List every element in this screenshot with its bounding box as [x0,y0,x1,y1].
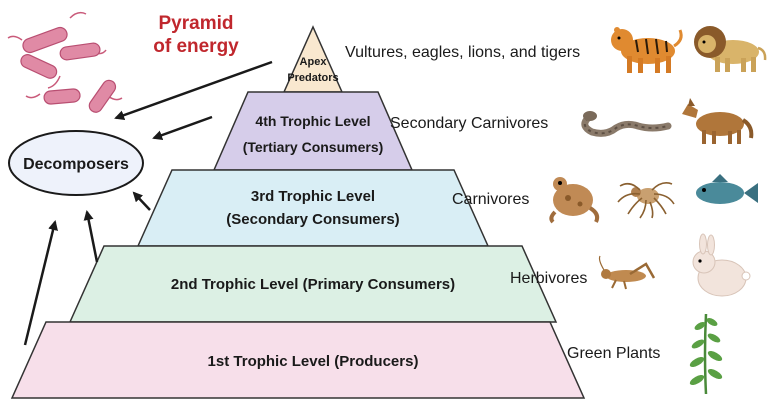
pyramid-level-3 [136,169,490,247]
spider-icon [617,182,675,219]
level-2-side-label: Herbivores [510,270,587,287]
level-4-side-label: Secondary Carnivores [390,115,548,132]
apex-side-label: Vultures, eagles, lions, and tigers [345,44,580,61]
snake-icon [581,111,672,137]
level-1-side-label: Green Plants [567,345,660,362]
title-line-2: of energy [153,36,239,57]
level-4-label-line-2: (Tertiary Consumers) [243,139,384,155]
arrow-from-level-3 [132,191,151,211]
apex-label-line-1: Apex [300,56,328,68]
grasshopper-icon [598,255,656,290]
pyramid-level-1 [10,321,586,399]
level-2-label: 2nd Trophic Level (Primary Consumers) [171,276,455,293]
plant-icon [689,313,723,395]
level-3-label-line-1: 3rd Trophic Level [251,188,375,205]
tiger-icon [611,27,683,73]
frog-icon [549,177,600,224]
bacteria-icon [7,11,123,113]
decomposers-label: Decomposers [23,156,129,173]
decomposers-ellipse [8,130,144,196]
apex-label-line-2: Predators [287,72,338,84]
level-3-side-label: Carnivores [452,191,529,208]
level-3-label-line-2: (Secondary Consumers) [226,211,399,228]
arrow-from-level-4 [152,115,213,140]
wolf-icon [682,98,754,144]
pyramid-level-4 [212,91,414,171]
arrow-from-apex [114,60,273,121]
arrows [23,60,273,346]
level-4-label-line-1: 4th Trophic Level [255,113,370,129]
lion-icon [694,26,767,72]
arrow-from-level-1 [23,220,58,346]
rabbit-icon [692,233,751,297]
title-line-1: Pyramid [159,13,234,34]
fish-icon [696,174,758,204]
level-1-label: 1st Trophic Level (Producers) [208,353,419,370]
arrow-from-level-2 [83,210,99,263]
